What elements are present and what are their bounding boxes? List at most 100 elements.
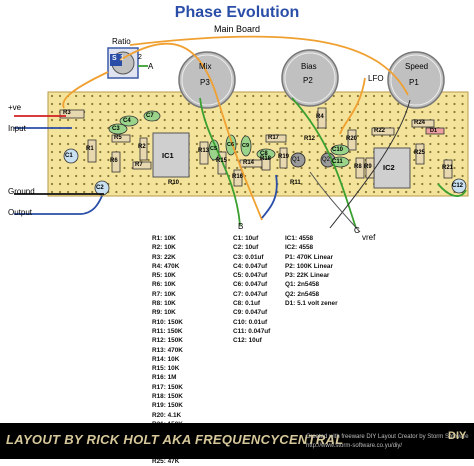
bom-item: C6: 0.047uf: [233, 281, 268, 289]
q2-label: Q2: [322, 157, 331, 163]
bom-item: C8: 0.1uf: [233, 300, 260, 308]
vref-label: vref: [362, 233, 376, 242]
r10-label: R10: [168, 180, 180, 186]
bom-item: P1: 470K Linear: [285, 253, 333, 261]
bom-item: R1: 10K: [152, 235, 176, 242]
bom-item: R19: 150K: [152, 402, 183, 410]
r12-label: R12: [304, 136, 316, 142]
mix-pot: [178, 51, 236, 109]
bom-item: R15: 10K: [152, 365, 180, 373]
r14-label: R14: [243, 160, 255, 166]
bom-item: C1: 10uf: [233, 235, 259, 242]
footer-credit: LAYOUT BY RICK HOLT AKA FREQUENCYCENTRAL: [6, 432, 344, 447]
wire-label-c: C: [354, 226, 360, 235]
bom-item: R10: 150K: [152, 318, 183, 326]
c7-label: C7: [146, 113, 154, 119]
bom-item: C3: 0.01uf: [233, 253, 264, 261]
c3-label: C3: [112, 126, 120, 132]
footer-tool-line: Created with freeware DIY Layout Creator…: [306, 434, 469, 440]
r21-label: R21: [442, 165, 454, 171]
r15-label: R15: [216, 158, 228, 164]
c4-label: C4: [123, 118, 131, 124]
bom-item: C11: 0.047uf: [233, 327, 271, 335]
c9-label: C9: [242, 143, 250, 149]
wires: [14, 35, 467, 233]
bom-item: R3: 22K: [152, 253, 176, 261]
bom-item: R2: 10K: [152, 244, 176, 252]
c6-label: C6: [227, 142, 235, 148]
bom-item: P3: 22K Linear: [285, 272, 330, 280]
wire-label-a: A: [148, 62, 154, 71]
label-ground: Ground: [8, 187, 35, 196]
r20-label: R20: [346, 136, 358, 142]
r19-label: R19: [278, 154, 290, 160]
speed-ref: P1: [409, 78, 419, 87]
ratio-pin-s: S: [112, 55, 117, 62]
c10-label: C10: [332, 147, 344, 153]
bias-label: Bias: [301, 62, 317, 71]
bom-item: R7: 10K: [152, 290, 176, 298]
c1-label: C1: [65, 153, 73, 159]
c12-label: C12: [452, 183, 464, 189]
bom-item: P2: 100K Linear: [285, 262, 333, 270]
mix-label: Mix: [199, 62, 212, 71]
bom-item: Q1: 2n5458: [285, 281, 320, 289]
r18-label: R18: [260, 156, 272, 162]
bom-item: R20: 4.1K: [152, 411, 182, 419]
r7-label: R7: [135, 162, 143, 168]
bias-pot: [281, 49, 339, 107]
wire-label-b: B: [238, 222, 244, 231]
r25-label: R25: [414, 150, 426, 156]
footer-bar: [0, 423, 474, 459]
capacitors: [63, 110, 467, 196]
r16-label: R16: [232, 174, 244, 180]
bias-ref: P2: [303, 76, 313, 85]
bom-item: R16: 1M: [152, 374, 177, 382]
r4-label: R4: [316, 114, 324, 120]
bom-item: R13: 470K: [152, 346, 183, 354]
bom-item: C4: 0.047uf: [233, 262, 268, 270]
bom-item: R8: 10K: [152, 300, 176, 308]
bom-item: D1: 5.1 volt zener: [285, 300, 338, 308]
c2-label: C2: [96, 185, 104, 191]
bom-item: Q2: 2n5458: [285, 290, 320, 298]
bom-item: C10: 0.01uf: [233, 318, 268, 326]
label-output: Output: [8, 208, 33, 217]
ratio-pin-1: 1: [120, 55, 124, 62]
bom-item: C5: 0.047uf: [233, 272, 268, 280]
bom-item: R9: 10K: [152, 309, 176, 317]
speed-label: Speed: [405, 62, 429, 71]
q1-transistor: [290, 152, 306, 168]
speed-pot: [387, 51, 445, 109]
bom-item: R17: 150K: [152, 383, 183, 391]
r1-label: R1: [86, 146, 94, 152]
c8-label: C8: [260, 151, 268, 157]
bom-item: R14: 10K: [152, 355, 180, 363]
bom-item: C7: 0.047uf: [233, 290, 268, 298]
bom-item: R18: 150K: [152, 393, 183, 401]
bom-item: C9: 0.047uf: [233, 309, 268, 317]
bom-item: IC2: 4558: [285, 244, 314, 252]
r13-label: R13: [198, 148, 210, 154]
r9-label: R9: [364, 164, 372, 170]
ic1-chip: [152, 132, 190, 178]
bom-item: R4: 470K: [152, 262, 180, 270]
ic2-label: IC2: [383, 163, 395, 172]
footer-url-line: http://www.storm-software.co.yu/diy/: [306, 443, 403, 449]
page-title: Phase Evolution: [174, 4, 300, 21]
bom-item: C2: 10uf: [233, 244, 259, 252]
r5-label: R5: [114, 135, 122, 141]
r6-label: R6: [110, 158, 118, 164]
q1-label: Q1: [292, 157, 301, 163]
bom-item: IC1: 4558: [285, 235, 314, 242]
r11-label: R11: [290, 180, 301, 186]
r8-label: R8: [354, 164, 362, 170]
r2-label: R2: [138, 144, 146, 150]
diy-badge: DIY: [448, 430, 467, 442]
bom-item: R11: 150K: [152, 327, 183, 335]
bom-item: C12: 10uf: [233, 337, 262, 345]
ratio-pin-2: 2: [138, 54, 142, 61]
